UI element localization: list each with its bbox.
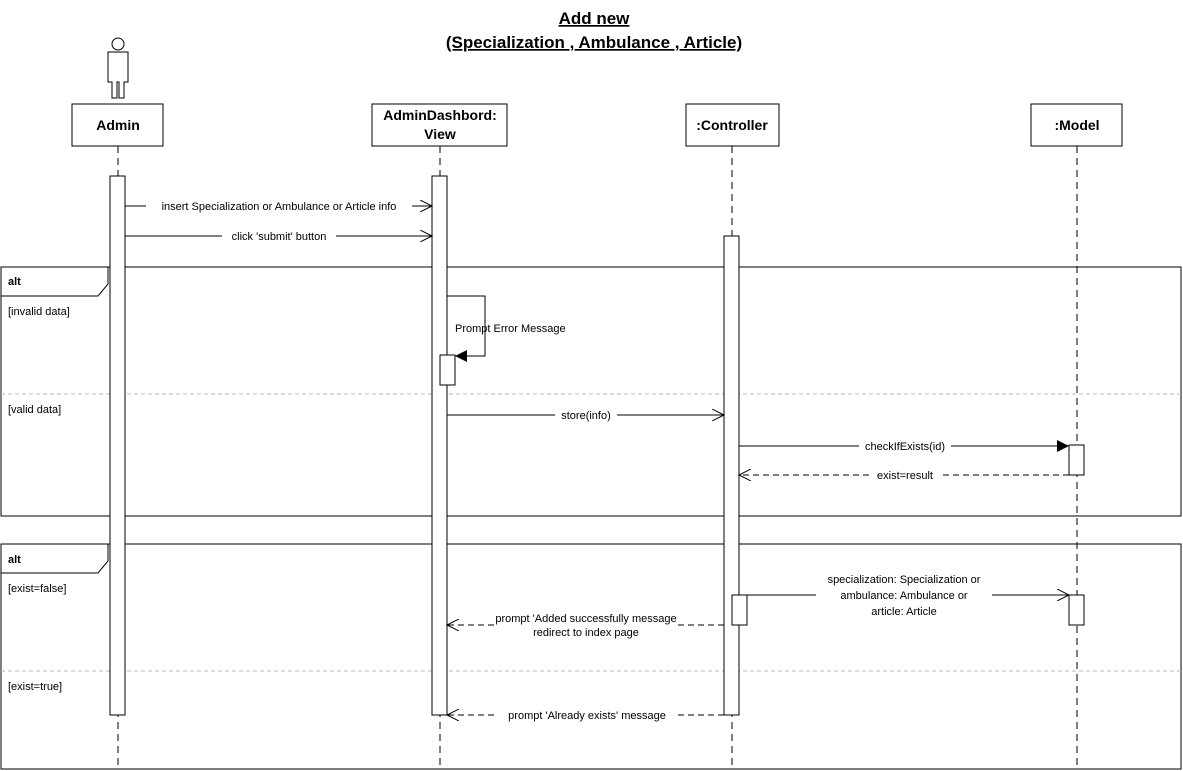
guard-exist-true: [exist=true] bbox=[8, 681, 62, 693]
lifeline-controller-label: :Controller bbox=[696, 117, 768, 133]
message-check-if-exists: checkIfExists(id) bbox=[739, 439, 1069, 453]
activation-controller bbox=[723, 235, 740, 716]
message-exist-result-label: exist=result bbox=[877, 470, 933, 482]
message-added-successfully-label-1: prompt 'Added successfully message bbox=[495, 613, 676, 625]
message-click-submit-label: click 'submit' button bbox=[232, 231, 327, 243]
alt-fragment-1-keyword: alt bbox=[8, 276, 21, 288]
message-store-info: store(info) bbox=[447, 408, 724, 422]
lifeline-controller: :Controller bbox=[685, 103, 780, 147]
message-added-successfully: prompt 'Added successfully message redir… bbox=[447, 611, 724, 639]
lifeline-view: AdminDashbord: View bbox=[371, 103, 508, 147]
activation-view bbox=[431, 175, 448, 716]
message-already-exists: prompt 'Already exists' message bbox=[447, 708, 724, 722]
message-create-entity: specialization: Specialization or ambula… bbox=[747, 572, 1069, 618]
message-insert-info-label: insert Specialization or Ambulance or Ar… bbox=[162, 201, 397, 213]
lifeline-view-label-2: View bbox=[424, 126, 456, 142]
alt-fragment-1: alt [invalid data] [valid data] bbox=[0, 266, 1182, 517]
activation-admin bbox=[109, 175, 126, 716]
alt-fragment-2: alt [exist=false] [exist=true] bbox=[0, 543, 1182, 770]
guard-invalid-data: [invalid data] bbox=[8, 306, 70, 318]
alt-fragment-2-keyword: alt bbox=[8, 554, 21, 566]
activation-controller-nested bbox=[731, 594, 748, 626]
message-store-info-label: store(info) bbox=[561, 410, 611, 422]
message-check-if-exists-label: checkIfExists(id) bbox=[865, 441, 945, 453]
message-already-exists-label: prompt 'Already exists' message bbox=[508, 710, 666, 722]
message-prompt-error-label: Prompt Error Message bbox=[455, 323, 566, 335]
message-added-successfully-label-2: redirect to index page bbox=[533, 627, 639, 639]
activation-view-self bbox=[439, 354, 456, 386]
guard-valid-data: [valid data] bbox=[8, 404, 61, 416]
lifeline-view-label-1: AdminDashbord: bbox=[383, 107, 497, 123]
lifeline-model-label: :Model bbox=[1054, 117, 1099, 133]
message-create-entity-label-3: article: Article bbox=[871, 606, 936, 618]
message-exist-result: exist=result bbox=[739, 468, 1069, 482]
message-create-entity-label-1: specialization: Specialization or bbox=[828, 574, 981, 586]
message-create-entity-label-2: ambulance: Ambulance or bbox=[840, 590, 968, 602]
activation-model-2 bbox=[1068, 594, 1085, 626]
diagram-title-line2: (Specialization , Ambulance , Article) bbox=[446, 33, 742, 52]
message-prompt-error: Prompt Error Message bbox=[447, 295, 566, 362]
lifeline-admin: Admin bbox=[71, 103, 164, 147]
lifeline-model: :Model bbox=[1030, 103, 1123, 147]
message-insert-info: insert Specialization or Ambulance or Ar… bbox=[125, 199, 432, 213]
actor-icon bbox=[107, 37, 129, 99]
activation-model-1 bbox=[1068, 444, 1085, 476]
message-click-submit: click 'submit' button bbox=[125, 229, 432, 243]
lifeline-admin-label: Admin bbox=[96, 117, 140, 133]
guard-exist-false: [exist=false] bbox=[8, 583, 66, 595]
diagram-title-line1: Add new bbox=[559, 9, 631, 28]
